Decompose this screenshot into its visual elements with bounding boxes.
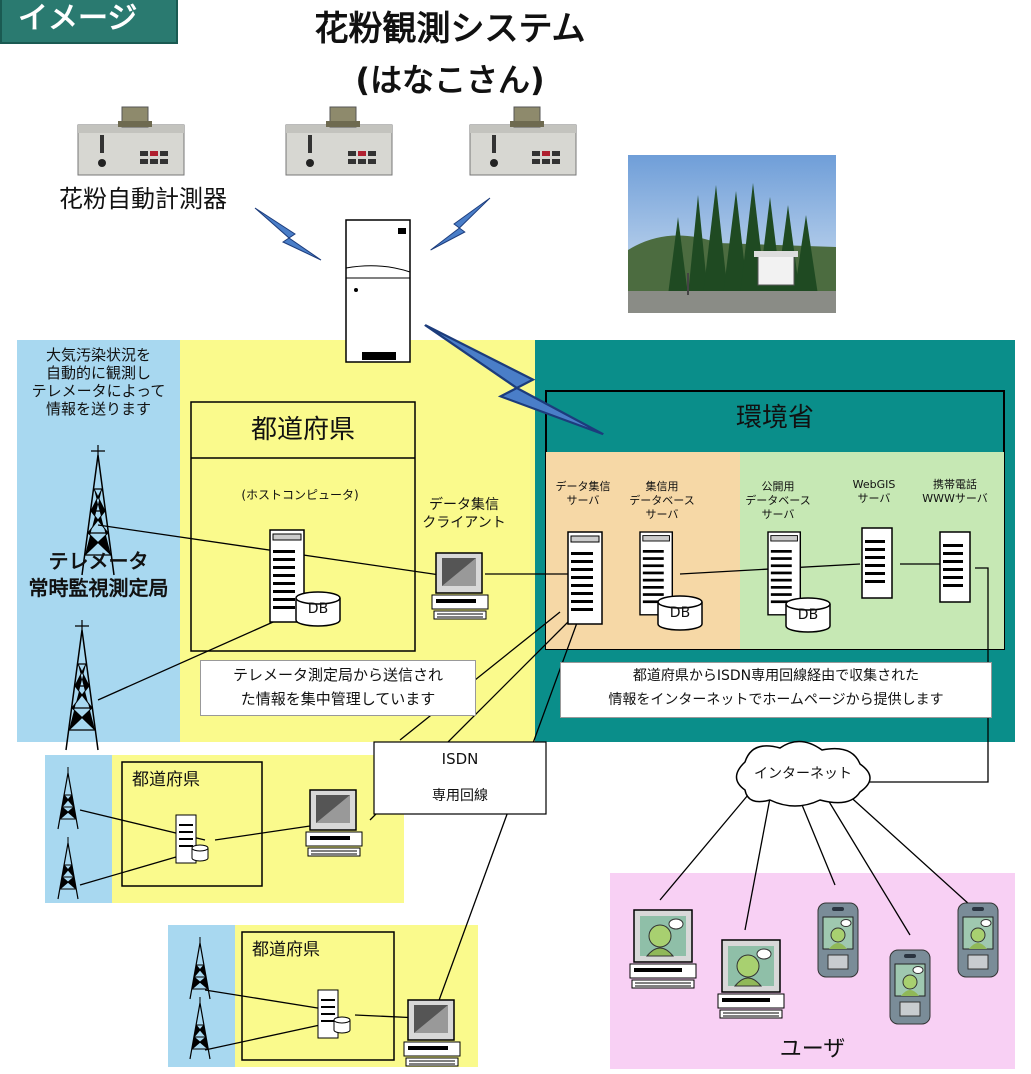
pollen-meter-label: 花粉自動計測器 <box>59 185 227 213</box>
ministry-label: 環境省 <box>735 403 814 433</box>
prefecture-label: 都道府県 <box>250 415 355 445</box>
user-phone-icon <box>957 902 999 978</box>
user-pc-icon <box>629 909 697 989</box>
prefecture-box <box>190 401 416 652</box>
antenna-tower-icon <box>57 836 79 900</box>
server-label: 集信用 データベース サーバ <box>629 480 695 521</box>
server-label: 公開用 データベース サーバ <box>745 480 811 521</box>
user-pc-icon <box>717 939 785 1019</box>
internet-label: インターネット <box>754 766 852 782</box>
collection-client-label: データ集信 クライアント <box>422 497 506 531</box>
user-phone-icon <box>817 902 859 978</box>
prefecture-b-label: 都道府県 <box>132 770 200 790</box>
pollen-meter <box>285 106 393 176</box>
central-server-icon <box>345 219 411 363</box>
client-pc-icon <box>431 552 489 620</box>
antenna-tower-icon <box>57 766 79 830</box>
server-label: データ集信 サーバ <box>555 480 611 507</box>
isdn-label: ISDN <box>441 750 479 768</box>
host-computer-icon <box>175 814 209 864</box>
isdn-line-label: 専用回線 <box>432 788 488 804</box>
page-title: 花粉観測システム <box>314 9 586 49</box>
station-photo <box>628 155 836 313</box>
corner-badge: イメージ <box>0 0 178 44</box>
db-label: DB <box>797 607 819 623</box>
wireless-link-icon <box>430 197 491 251</box>
user-label: ユーザ <box>779 1037 846 1062</box>
server-label: 携帯電話 WWWサーバ <box>922 478 988 505</box>
wireless-link-icon <box>254 207 322 261</box>
antenna-tower-icon <box>65 619 99 751</box>
telemetry-station-label: テレメータ 常時監視測定局 <box>28 549 169 600</box>
isdn-box <box>373 741 547 815</box>
prefecture-b-box <box>121 761 263 887</box>
internet-cloud-icon <box>735 740 871 807</box>
server-icon <box>567 531 603 625</box>
pollen-meter <box>77 106 185 176</box>
user-phone-icon <box>889 949 931 1025</box>
server-icon <box>939 531 971 603</box>
client-pc-icon <box>403 999 461 1067</box>
ministry-note: 都道府県からISDN専用回線経由で収集された 情報をインターネットでホームページ… <box>560 662 992 718</box>
telemetry-description: 大気汚染状況を 自動的に観測し テレメータによって 情報を送ります <box>31 346 166 418</box>
host-computer-label: (ホストコンピュータ) <box>241 488 359 502</box>
prefecture-c-label: 都道府県 <box>252 940 320 960</box>
pollen-meter <box>469 106 577 176</box>
prefecture-note: テレメータ測定局から送信され た情報を集中管理しています <box>200 660 476 716</box>
prefecture-c-box <box>241 931 395 1061</box>
host-computer-icon <box>317 989 351 1039</box>
client-pc-icon <box>305 789 363 857</box>
page-subtitle: (はなこさん) <box>355 61 545 99</box>
db-label: DB <box>669 605 691 621</box>
server-icon <box>861 527 893 599</box>
db-label: DB <box>307 601 329 617</box>
server-label: WebGIS サーバ <box>852 478 896 505</box>
